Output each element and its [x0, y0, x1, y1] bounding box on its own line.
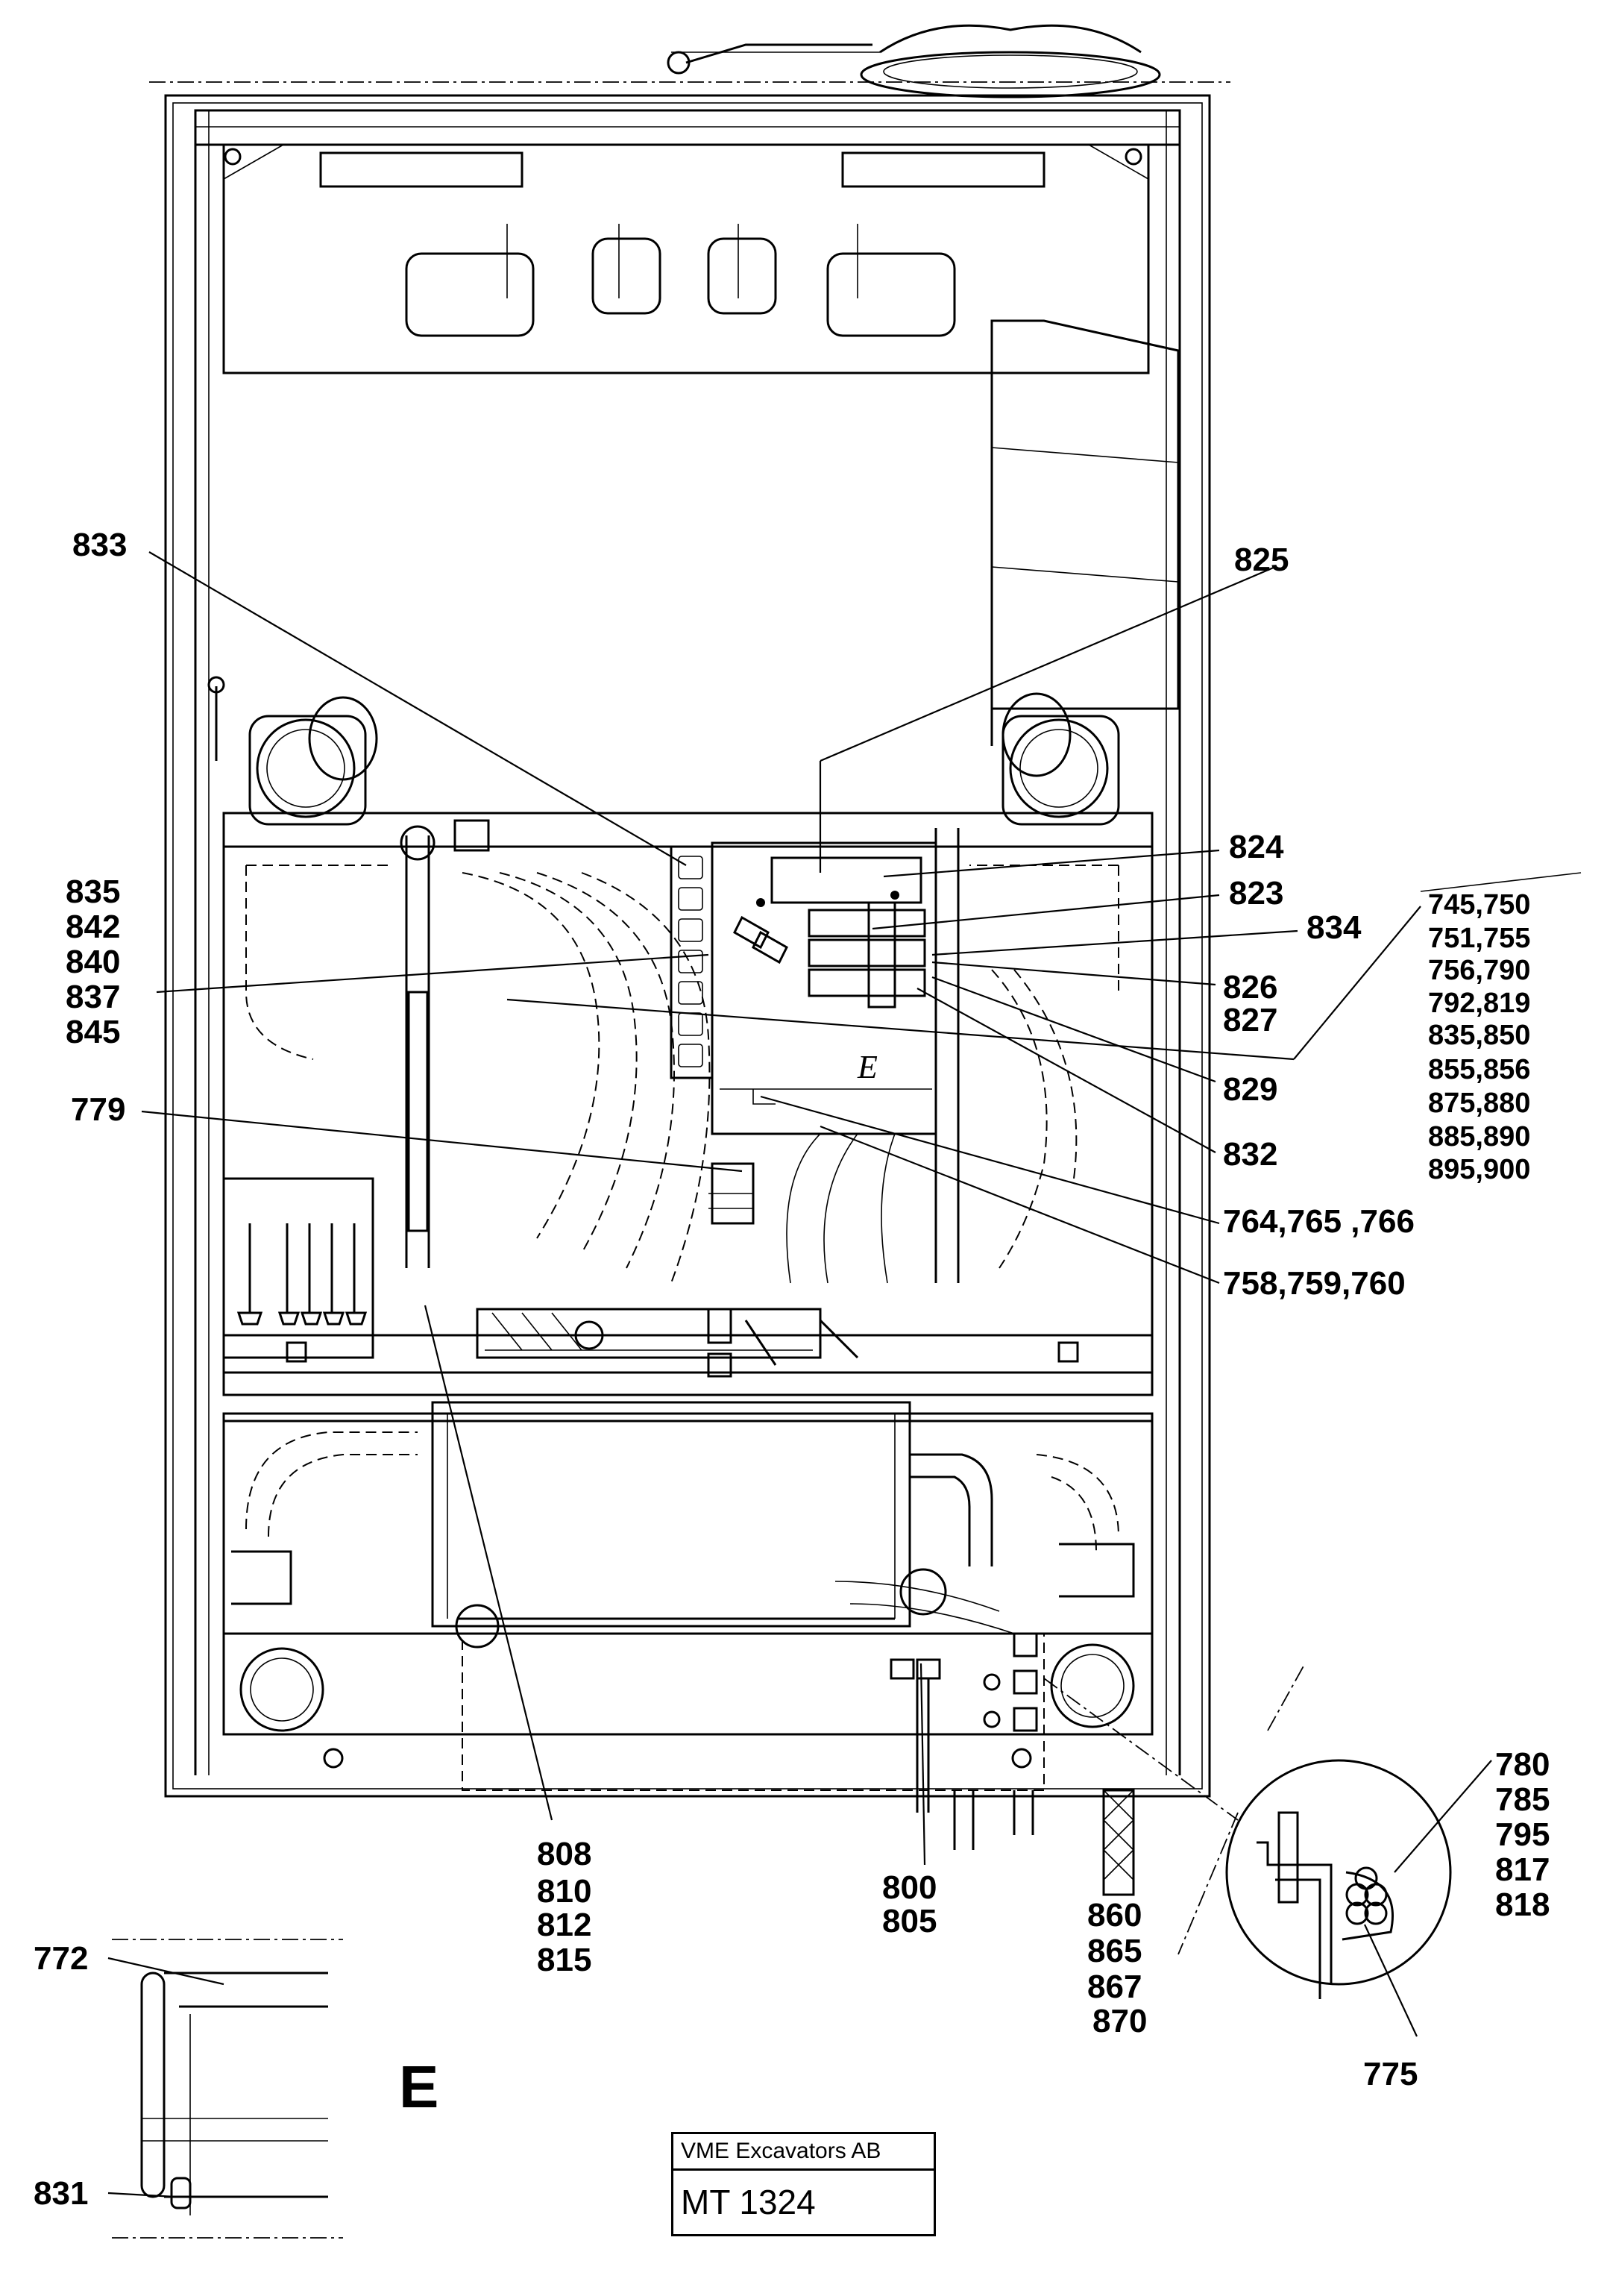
- callout-list-item: 855,856: [1428, 1054, 1530, 1085]
- connector-block: [890, 1632, 1038, 1732]
- callout-list-item: 792,819: [1428, 988, 1530, 1019]
- callout-800: 800: [882, 1869, 937, 1906]
- leader-lines: [107, 551, 1492, 2198]
- left-joystick: [207, 676, 378, 826]
- title-block-doc-number: MT 1324: [681, 2183, 816, 2221]
- callout-817: 817: [1495, 1851, 1550, 1888]
- callout-831: 831: [34, 2175, 88, 2212]
- small-box-779: [708, 1162, 755, 1225]
- callout-785: 785: [1495, 1781, 1550, 1818]
- callout-775: 775: [1363, 2056, 1418, 2092]
- callout-779: 779: [71, 1091, 125, 1128]
- callout-812: 812: [537, 1907, 591, 1943]
- relay-board: E: [711, 841, 937, 1135]
- callout-list-item: 875,880: [1428, 1088, 1530, 1119]
- callout-758-760: 758,759,760: [1223, 1265, 1406, 1302]
- callout-835: 835: [66, 873, 120, 910]
- cab-frame: [149, 81, 1230, 1798]
- bolt-icon: [323, 1748, 344, 1769]
- callout-826: 826: [1223, 969, 1277, 1006]
- detail-circle-icon: [899, 1568, 947, 1616]
- callout-list-item: 751,755: [1428, 923, 1530, 954]
- view-e-detail: [112, 1939, 343, 2239]
- callout-818: 818: [1495, 1886, 1550, 1923]
- callout-810: 810: [537, 1873, 591, 1910]
- left-drain-icon: [239, 1647, 324, 1732]
- callout-842: 842: [66, 909, 120, 945]
- callout-829: 829: [1223, 1071, 1277, 1108]
- right-drain-icon: [1050, 1643, 1135, 1728]
- roof-fan-icon: [667, 24, 1161, 98]
- callout-837: 837: [66, 979, 120, 1015]
- callout-825: 825: [1234, 542, 1289, 578]
- cross-bar: [222, 1308, 1154, 1378]
- right-strut: [934, 828, 960, 1283]
- callout-list-item: 756,790: [1428, 955, 1530, 986]
- right-joystick: [1001, 692, 1120, 826]
- callout-834: 834: [1306, 909, 1362, 946]
- callout-824: 824: [1229, 829, 1284, 865]
- callout-865: 865: [1087, 1933, 1142, 1969]
- left-strut: [400, 819, 490, 1268]
- callout-827: 827: [1223, 1002, 1277, 1038]
- callout-815: 815: [537, 1942, 591, 1978]
- callout-823: 823: [1229, 875, 1283, 912]
- callout-780: 780: [1495, 1746, 1550, 1783]
- bolt-icon: [1011, 1748, 1032, 1769]
- switch-panel: [670, 845, 714, 1079]
- view-label-e: E: [399, 2054, 438, 2120]
- callout-labels: 833 825 824 823 834 826 827 829 832 835 …: [34, 527, 1582, 2212]
- callout-795: 795: [1495, 1816, 1550, 1853]
- lever-bank: [222, 1177, 374, 1359]
- callout-805: 805: [882, 1903, 937, 1939]
- callout-list-item: 835,850: [1428, 1020, 1530, 1051]
- callout-764-766: 764,765 ,766: [1223, 1203, 1415, 1240]
- callout-845: 845: [66, 1014, 120, 1050]
- callout-867: 867: [1087, 1969, 1142, 2005]
- exit-cables: [916, 1678, 1135, 1896]
- title-block-company: VME Excavators AB: [673, 2134, 934, 2171]
- callout-870: 870: [1092, 2003, 1147, 2039]
- callout-list-item: 745,750: [1428, 889, 1530, 920]
- detail-circle-icon: [455, 1604, 500, 1649]
- seat-base: [222, 812, 1154, 1396]
- callout-840: 840: [66, 944, 120, 980]
- right-panel: [990, 319, 1180, 746]
- callout-list-item: 885,890: [1428, 1121, 1530, 1152]
- callout-772: 772: [34, 1940, 88, 1977]
- floor-hoses: [231, 1431, 1135, 1634]
- floor-plate: [222, 1401, 1154, 1791]
- cable-clamp-detail: [1043, 1663, 1452, 1999]
- callout-860: 860: [1087, 1897, 1142, 1933]
- hose-bundle: [462, 872, 1078, 1284]
- callout-832: 832: [1223, 1136, 1277, 1173]
- roof-panel: [222, 144, 1150, 374]
- callout-list-item: 895,900: [1428, 1154, 1530, 1185]
- board-e-mark: E: [857, 1049, 878, 1085]
- callout-808: 808: [537, 1836, 591, 1872]
- callout-833: 833: [72, 527, 127, 563]
- title-block: VME Excavators AB MT 1324: [671, 2132, 936, 2236]
